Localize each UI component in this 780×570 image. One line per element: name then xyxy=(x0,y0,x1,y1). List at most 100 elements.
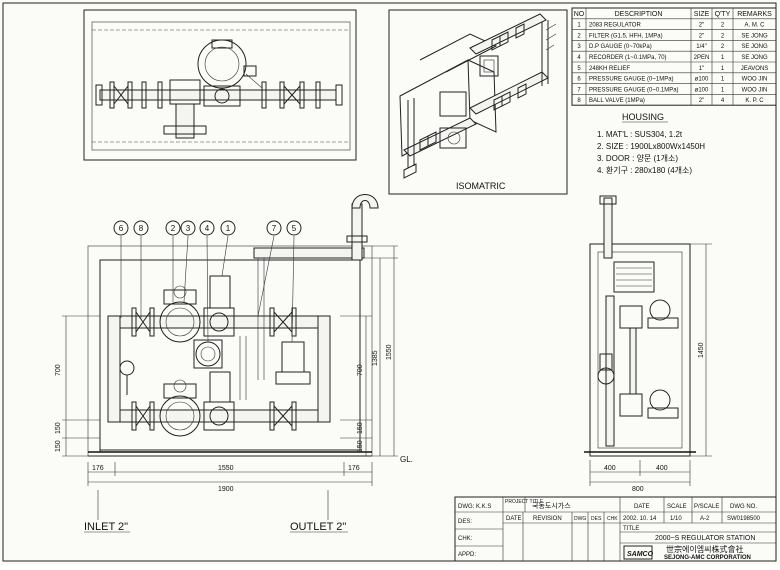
parts-table-cell: 1/4" xyxy=(696,44,706,50)
housing-line-1: 1. MAT'L : SUS304, 1.2t xyxy=(597,130,683,139)
parts-table-cell: 1" xyxy=(699,66,704,72)
housing-notes: HOUSING 1. MAT'L : SUS304, 1.2t 2. SIZE … xyxy=(597,112,705,175)
project-title-label: PROJECT TITLE xyxy=(505,499,544,505)
dim-176-left: 176 xyxy=(92,465,104,472)
top-view-frame xyxy=(83,9,357,161)
part-balloon-circle xyxy=(180,220,196,236)
company-logo-text: SAMCO xyxy=(627,551,654,558)
parts-table-cell: PRESSURE GAUGE (0~0.1MPa) xyxy=(589,87,679,93)
isometric-frame xyxy=(388,9,568,195)
parts-table-cell: 2PEN xyxy=(694,55,710,61)
parts-table-header: REMARKS xyxy=(737,11,772,18)
parts-table-cell: RECORDER (1~0.1MPa, 70) xyxy=(589,55,667,61)
part-balloon-number: 8 xyxy=(139,224,144,233)
parts-table-cell: 1 xyxy=(577,23,581,29)
dim-1385: 1385 xyxy=(372,350,379,366)
side-dim-1450: 1450 xyxy=(698,342,705,358)
parts-table-cell: 7 xyxy=(577,87,581,93)
part-balloon-number: 4 xyxy=(205,224,210,233)
part-balloon-number: 1 xyxy=(226,224,231,233)
part-balloon-circle xyxy=(165,220,181,236)
part-balloon-circle xyxy=(199,220,215,236)
company-korean-name: 世宗에이엠씨株式會社 xyxy=(666,544,743,554)
dim-1550-vertical: 1550 xyxy=(386,344,393,360)
parts-table-cell: WOO JIN xyxy=(742,87,768,93)
date-label: DATE xyxy=(634,504,650,510)
part-balloon-number: 3 xyxy=(186,224,191,233)
parts-table-header: Q'TY xyxy=(715,11,731,18)
parts-table-cell: SE JONG xyxy=(741,44,768,50)
project-title-value: 국동도시가스 xyxy=(532,501,571,510)
parts-table-cell: 2 xyxy=(721,33,725,39)
pscale-label: P/SCALE xyxy=(694,504,719,510)
housing-line-3: 3. DOOR : 양문 (1개소) xyxy=(597,153,678,163)
title-dwg-label: DWG: K.K.S xyxy=(458,504,491,510)
part-balloon-circle xyxy=(113,220,129,236)
dim-1550: 1550 xyxy=(218,465,234,472)
part-balloon-circle xyxy=(133,220,149,236)
revision-header: REVISION xyxy=(533,516,562,522)
parts-table-cell: SE JONG xyxy=(741,33,768,39)
parts-table-frame xyxy=(571,7,777,106)
side-view: 400 400 800 1450 xyxy=(584,195,712,493)
parts-table-cell: FILTER (G1.5, HFH, 1MPa) xyxy=(589,33,663,39)
ground-level-label: GL. xyxy=(400,455,413,464)
scale-value: 1/10 xyxy=(670,516,682,522)
part-balloon-circle xyxy=(266,220,282,236)
parts-table-cell: PRESSURE GAUGE (0~1MPa) xyxy=(589,77,674,83)
inlet-label: INLET 2" xyxy=(84,521,128,533)
dim-150-right-a: 150 xyxy=(357,422,364,434)
revision-date-header: DATE xyxy=(506,516,522,522)
dim-700-right: 700 xyxy=(357,364,364,376)
parts-table-cell: JEAVONS xyxy=(741,66,769,72)
revision-des-header: DES xyxy=(591,516,602,522)
parts-table-cell: 4 xyxy=(721,98,725,104)
date-value: 2002. 10. 14 xyxy=(623,516,657,522)
parts-table-cell: 3 xyxy=(577,44,581,50)
pscale-value: A-2 xyxy=(700,516,710,522)
part-balloon-circle xyxy=(286,220,302,236)
parts-table-cell: 1 xyxy=(721,77,725,83)
company-logo xyxy=(623,545,653,560)
top-view xyxy=(83,9,357,161)
side-dim-800: 800 xyxy=(632,486,644,493)
parts-table-header: DESCRIPTION xyxy=(615,11,663,18)
parts-table-cell: 4 xyxy=(577,55,581,61)
revision-dwg-header: DWG xyxy=(574,516,586,522)
housing-line-2: 2. SIZE : 1900Lx800Wx1450H xyxy=(597,142,705,151)
isometric-label: ISOMATRIC xyxy=(456,181,506,191)
housing-line-4: 4. 환기구 : 280x180 (4개소) xyxy=(597,165,692,175)
parts-table-header: NO xyxy=(574,11,585,18)
part-balloon-circle xyxy=(220,220,236,236)
parts-table-cell: WOO JIN xyxy=(742,77,768,83)
part-balloon-number: 7 xyxy=(272,224,277,233)
dim-150-right-b: 150 xyxy=(357,440,364,452)
parts-table-cell: K. P. C xyxy=(745,98,764,104)
title-label: TITLE xyxy=(623,526,639,532)
title-chk-label: CHK: xyxy=(458,536,473,542)
isometric-view: ISOMATRIC xyxy=(388,9,568,195)
parts-table-cell: 248KH RELIEF xyxy=(589,66,630,72)
parts-table-cell: 2" xyxy=(699,98,704,104)
parts-table-cell: ø100 xyxy=(695,87,709,93)
parts-table-cell: 2" xyxy=(699,23,704,29)
housing-title: HOUSING xyxy=(622,112,664,122)
side-dim-400-right: 400 xyxy=(656,465,668,472)
parts-table-cell: 2 xyxy=(721,23,725,29)
title-des-label: DES: xyxy=(458,519,472,525)
parts-table-cell: 1 xyxy=(721,55,725,61)
parts-table-cell: BALL VALVE (1MPa) xyxy=(589,98,645,104)
part-balloon-number: 5 xyxy=(292,224,297,233)
parts-table-cell: ø100 xyxy=(695,77,709,83)
dim-150-left-b: 150 xyxy=(55,440,62,452)
company-english-name: SEJONG-AMC CORPORATION xyxy=(664,555,751,561)
parts-table-cell: 8 xyxy=(577,98,581,104)
parts-table-cell: SE JONG xyxy=(741,55,768,61)
parts-table-cell: 1 xyxy=(721,87,725,93)
parts-table-cell: 1 xyxy=(721,66,725,72)
parts-table-cell: D.P GAUGE (0~70kPa) xyxy=(589,44,652,50)
